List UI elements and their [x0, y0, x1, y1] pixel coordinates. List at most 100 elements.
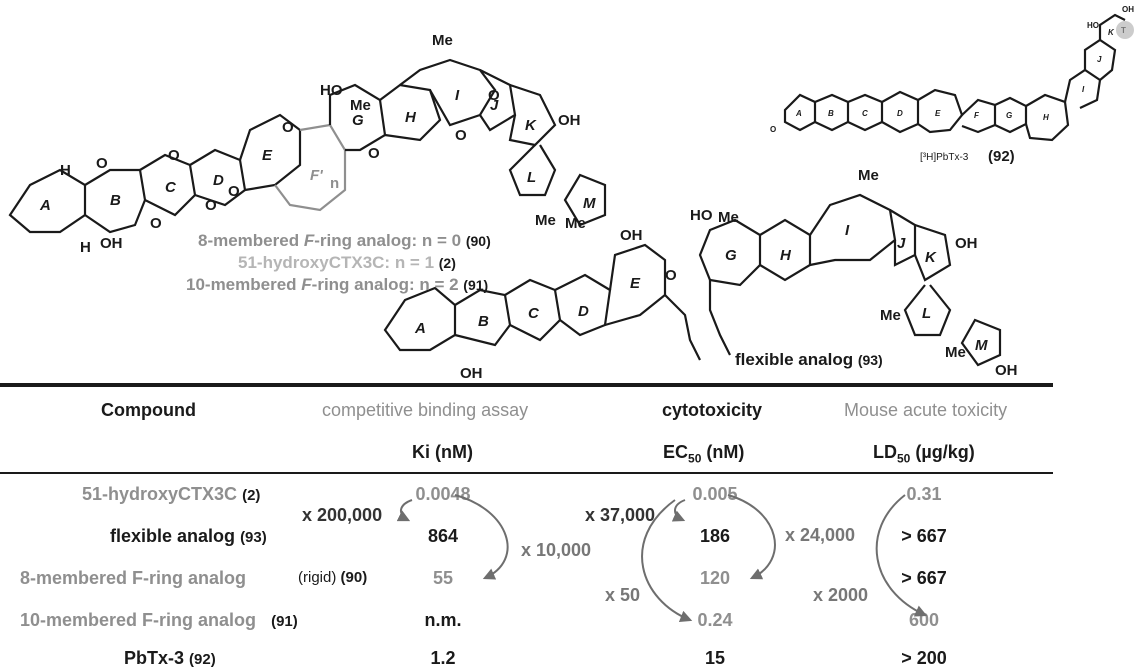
svg-text:Me: Me — [565, 215, 586, 232]
svg-text:K: K — [1108, 28, 1115, 37]
svg-text:OH: OH — [558, 112, 581, 129]
header-compound: Compound — [101, 400, 196, 420]
table-header-rule — [0, 472, 1053, 474]
ld50-sub: 50 — [897, 451, 911, 466]
svg-text:L: L — [527, 169, 536, 186]
structure-figure: A B C D E F' G H I J K L M H O H OH O O … — [8, 5, 1134, 382]
row-8-name: 8-membered F-ring analog — [20, 568, 247, 588]
svg-text:Me: Me — [880, 307, 901, 324]
row-8-note: (rigid) (90) — [298, 569, 367, 586]
fold-change-arrows — [396, 494, 928, 622]
svg-text:B: B — [478, 313, 489, 330]
svg-text:E: E — [935, 109, 941, 118]
label-10-rest: -ring analog: n = 2 — [311, 275, 464, 294]
svg-text:O: O — [150, 215, 162, 232]
row-pbtx-ec50: 15 — [704, 648, 726, 668]
label-pbtx-number: (92) — [988, 148, 1015, 165]
header-binding: competitive binding assay — [322, 400, 529, 420]
svg-text:H: H — [80, 239, 91, 256]
arrow-ec-rigid — [727, 494, 776, 580]
row-pbtx-ld50: > 200 — [901, 648, 947, 668]
label-8-num: (90) — [465, 233, 491, 249]
svg-text:C: C — [165, 179, 177, 196]
ciguatoxin-skeleton — [8, 58, 607, 234]
svg-text:F': F' — [310, 167, 323, 184]
svg-text:H: H — [1043, 113, 1049, 122]
subheader-ec50: EC50 (nM) — [663, 442, 744, 466]
svg-text:I: I — [1082, 85, 1085, 94]
svg-text:A: A — [795, 109, 802, 118]
row-10-name: 10-membered F-ring analog (91) — [20, 610, 298, 631]
fold-ki-rigid: x 10,000 — [521, 540, 592, 560]
arrow-ki-rigid — [454, 494, 509, 580]
svg-text:OH: OH — [1122, 5, 1134, 14]
label-flexible-text: flexible analog — [735, 350, 858, 369]
svg-text:O: O — [168, 147, 180, 164]
label-10-membered: 10-membered F-ring analog: n = 2 (91) — [186, 275, 488, 295]
svg-text:H: H — [405, 109, 417, 126]
row-flex-num: (93) — [240, 529, 267, 546]
row-51-num: (2) — [242, 487, 261, 504]
svg-text:OH: OH — [100, 235, 123, 252]
label-flexible-analog: flexible analog (93) — [735, 350, 883, 370]
svg-text:O: O — [488, 87, 500, 104]
label-51-num: (2) — [438, 255, 456, 271]
svg-text:C: C — [862, 109, 868, 118]
svg-text:HO: HO — [690, 207, 713, 224]
svg-text:D: D — [213, 172, 224, 189]
svg-text:Me: Me — [432, 32, 453, 49]
pbtx-skeleton — [783, 13, 1134, 142]
row-flex-ec50: 186 — [699, 526, 731, 546]
label-8-f: F — [303, 231, 315, 250]
svg-text:C: C — [528, 305, 540, 322]
header-cytotoxicity: cytotoxicity — [662, 400, 763, 420]
svg-text:O: O — [228, 183, 240, 200]
row-pbtx-ki: 1.2 — [430, 648, 456, 668]
label-10-text: 10-membered — [186, 275, 302, 294]
svg-text:G: G — [1006, 111, 1012, 120]
ld50-prefix: LD — [873, 442, 897, 462]
header-toxicity: Mouse acute toxicity — [844, 400, 1008, 420]
svg-text:D: D — [897, 109, 903, 118]
row-pbtx-name: PbTx-3 (92) — [124, 648, 216, 669]
subheader-ld50: LD50 (µg/kg) — [873, 442, 975, 466]
row-51-ec50: 0.005 — [692, 484, 738, 504]
row-pbtx-num: (92) — [189, 651, 216, 668]
atom-labels-main: H O H OH O O O O O HO Me O Me O O OH Me … — [60, 32, 643, 256]
svg-text:Me: Me — [858, 167, 879, 184]
label-8-membered: 8-membered F-ring analog: n = 0 (90) — [198, 231, 491, 251]
svg-text:D: D — [578, 303, 589, 320]
arrow-ec-10 — [641, 499, 693, 622]
table-top-rule — [0, 383, 1053, 387]
row-10-ki: n.m. — [424, 610, 462, 630]
svg-text:E: E — [630, 275, 641, 292]
pbtx-ring-labels: A B C D E F G H I J K — [795, 28, 1115, 122]
svg-text:O: O — [665, 267, 677, 284]
row-51-name: 51-hydroxyCTX3C (2) — [82, 484, 260, 505]
arrow-ki-flex — [396, 499, 413, 522]
label-51-text: 51-hydroxyCTX3C: n = 1 — [238, 253, 439, 272]
fold-ld-10: x 2000 — [813, 585, 869, 605]
pbtx-atom-labels: HO OH T O — [770, 5, 1134, 134]
row-pbtx-name-text: PbTx-3 — [124, 648, 185, 668]
svg-text:K: K — [525, 117, 537, 134]
ld50-suffix: (µg/kg) — [910, 442, 975, 462]
row-8-ld50: > 667 — [901, 568, 947, 588]
ring-labels-main: A B C D E F' G H I J K L M — [39, 87, 596, 214]
label-pbtx-text: [³H]PbTx-3 — [920, 152, 969, 163]
label-flexible-num: (93) — [857, 352, 883, 368]
svg-text:L: L — [922, 305, 931, 322]
row-flex-name-text: flexible analog — [110, 526, 236, 546]
ring-labels-flexible: A B C D E G H I J K L M — [414, 222, 988, 354]
svg-text:OH: OH — [955, 235, 978, 252]
row-flex-ki: 864 — [427, 526, 459, 546]
svg-text:G: G — [352, 112, 364, 129]
label-10-f: F — [301, 275, 312, 294]
row-flex-ld50: > 667 — [901, 526, 947, 546]
label-8-text: 8-membered — [198, 231, 304, 250]
svg-text:Me: Me — [718, 209, 739, 226]
flexible-analog-skeleton — [383, 193, 1002, 367]
ec50-prefix: EC — [663, 442, 689, 462]
svg-text:F: F — [974, 111, 980, 120]
svg-text:OH: OH — [620, 227, 643, 244]
